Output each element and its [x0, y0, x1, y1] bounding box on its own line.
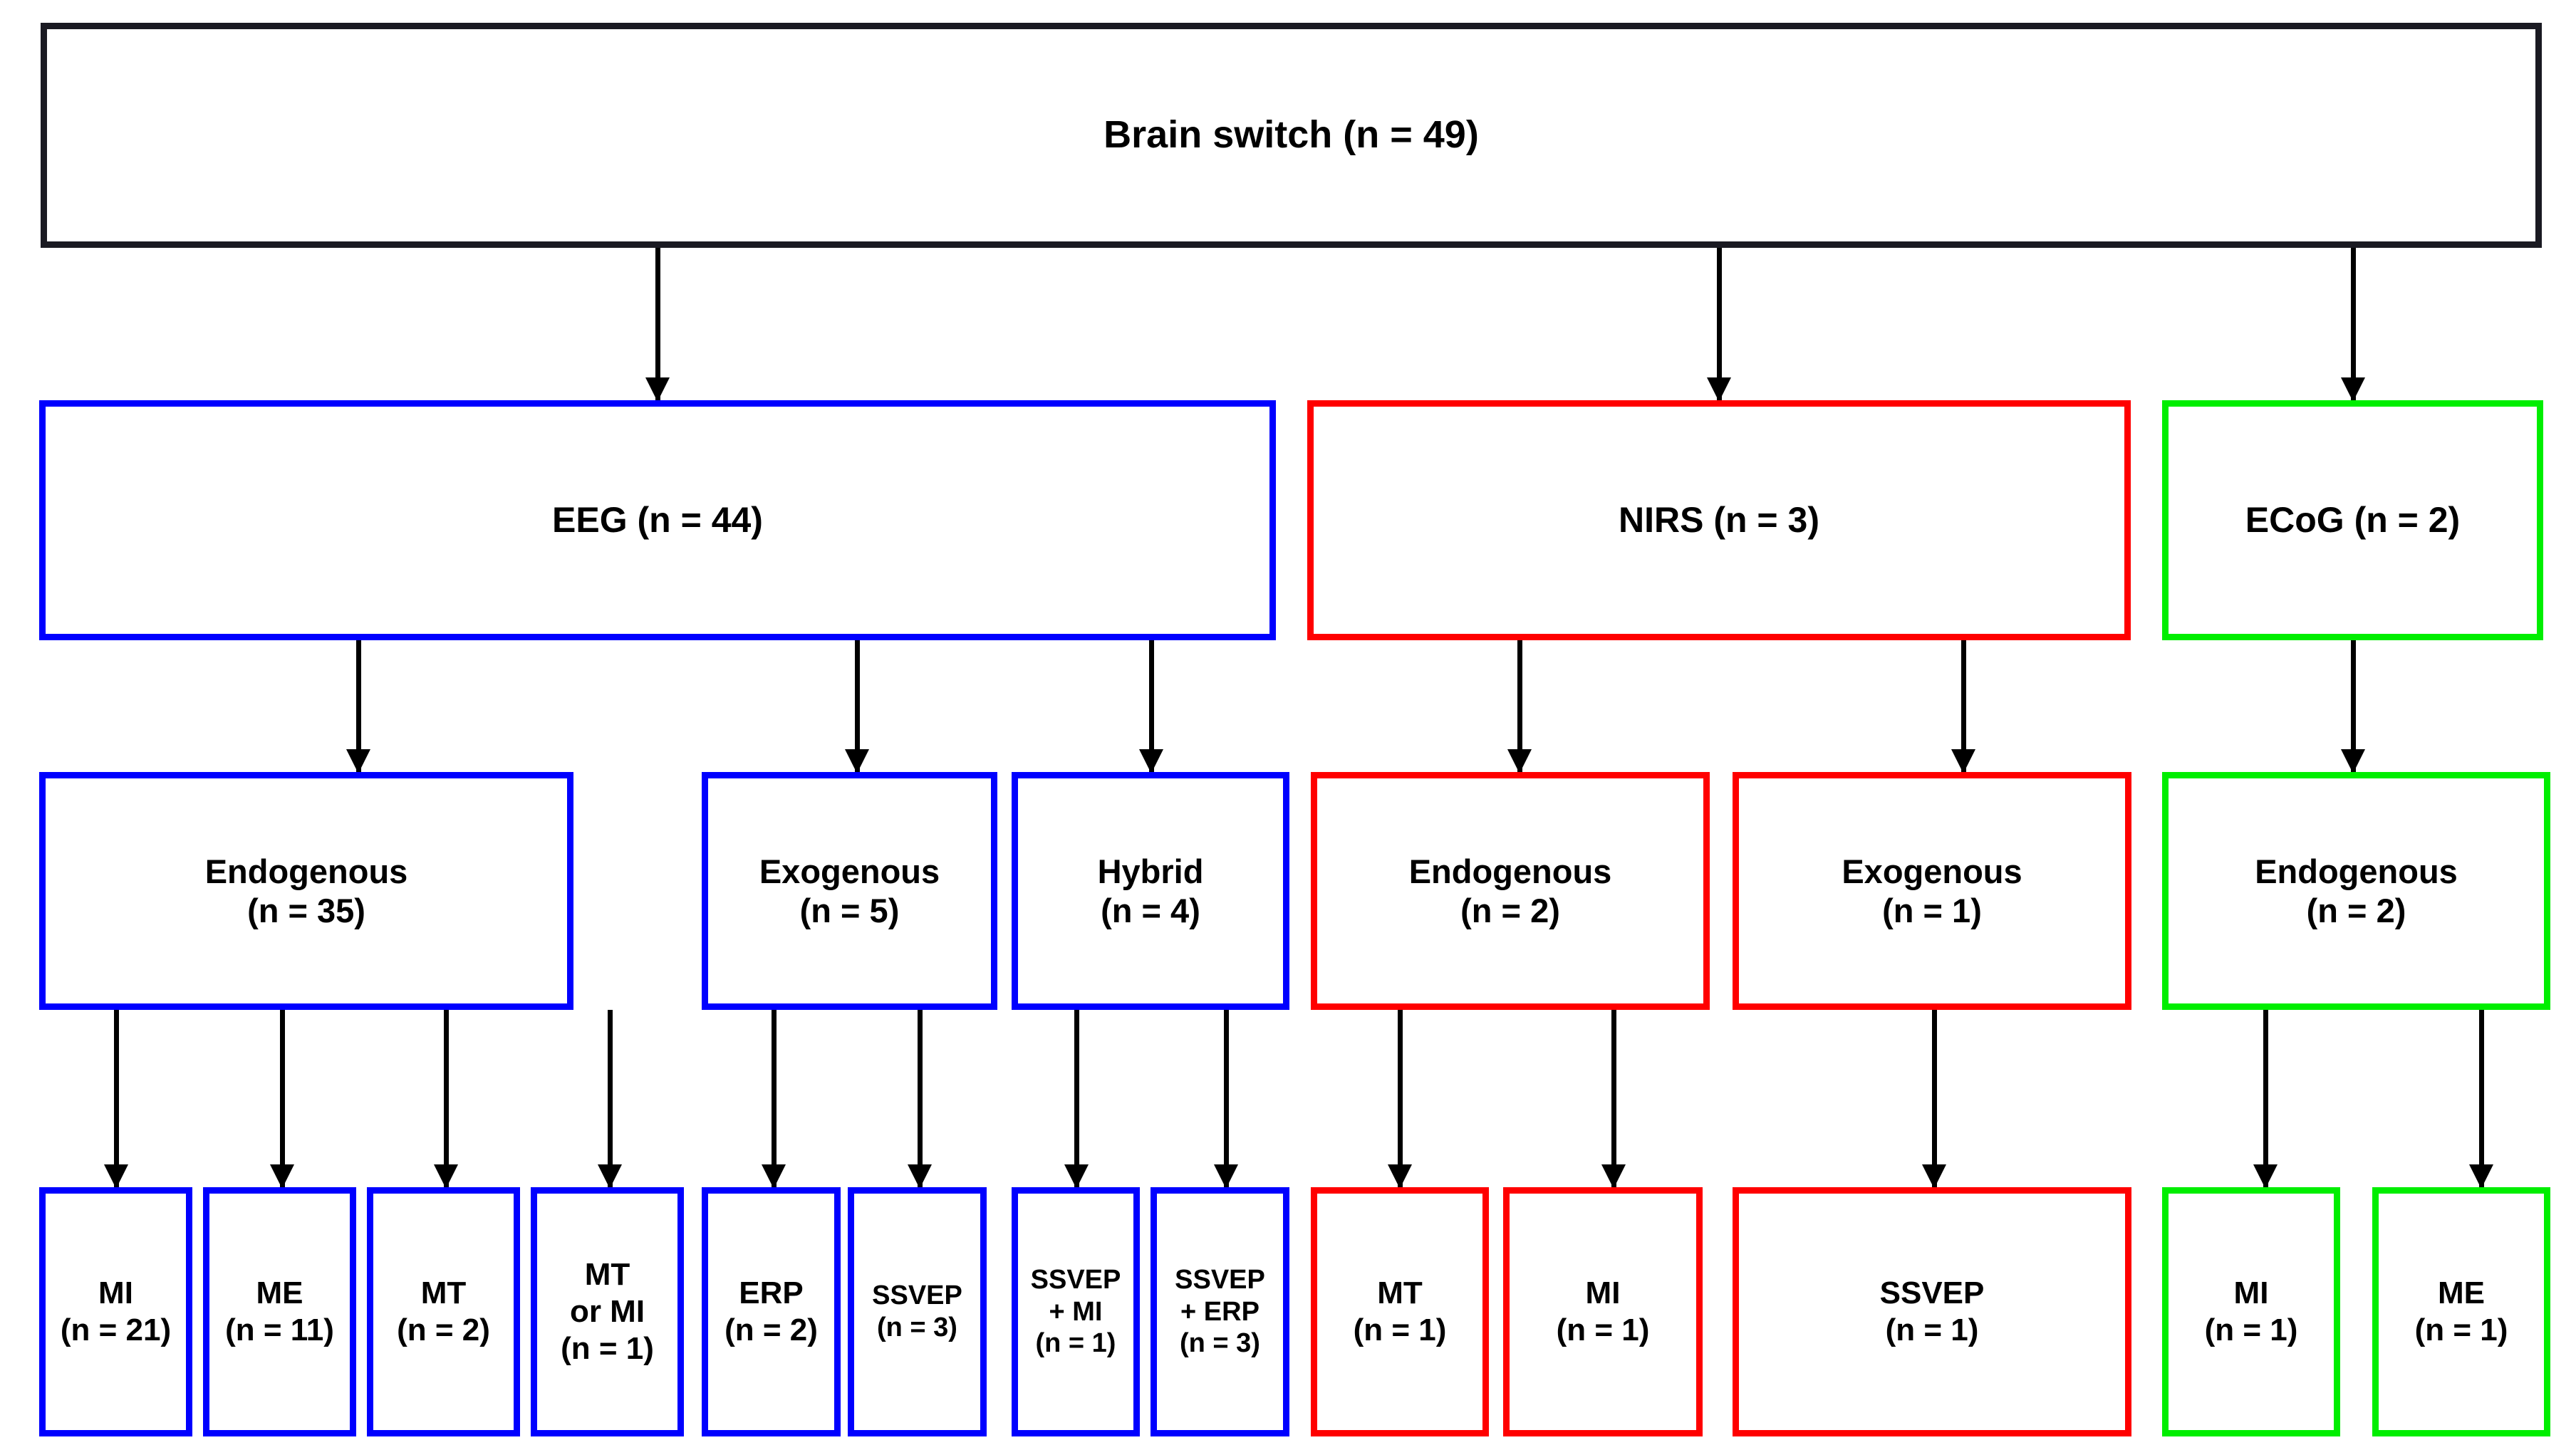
- arrow-head-icon: [598, 1164, 622, 1189]
- arrow-head-icon: [2341, 377, 2365, 402]
- node-ecog: ECoG (n = 2): [2162, 400, 2543, 640]
- arrow-head-icon: [2253, 1164, 2278, 1189]
- arrow-head-icon: [1388, 1164, 1412, 1189]
- arrow-head-icon: [1064, 1164, 1089, 1189]
- edge-ecog-to-endogenous: [2341, 640, 2365, 773]
- edge-endogenous-to-mi: [104, 1010, 128, 1189]
- edge-root-to-eeg: [645, 248, 670, 402]
- edge-nirs-endogenous-to-mi: [1601, 1010, 1626, 1189]
- node-ecog-endo-mi: MI (n = 1): [2162, 1187, 2340, 1436]
- arrow-head-icon: [1214, 1164, 1238, 1189]
- edge-endogenous-to-me: [270, 1010, 294, 1189]
- node-nirs-exogenous: Exogenous (n = 1): [1733, 772, 2131, 1010]
- arrow-head-icon: [2341, 749, 2365, 773]
- node-brain-switch: Brain switch (n = 49): [41, 23, 2542, 248]
- edge-exogenous-to-ssvep: [908, 1010, 932, 1189]
- node-eeg-hybrid-ssvep-erp: SSVEP + ERP (n = 3): [1151, 1187, 1289, 1436]
- node-eeg-exo-ssvep: SSVEP (n = 3): [848, 1187, 987, 1436]
- arrow-head-icon: [434, 1164, 458, 1189]
- edge-nirs-to-exogenous: [1951, 640, 1975, 773]
- edge-eeg-to-exogenous: [845, 640, 869, 773]
- edge-root-to-ecog: [2341, 248, 2365, 402]
- arrow-head-icon: [270, 1164, 294, 1189]
- node-eeg-endo-mt: MT (n = 2): [367, 1187, 520, 1436]
- arrow-head-icon: [762, 1164, 786, 1189]
- arrow-head-icon: [1601, 1164, 1626, 1189]
- node-eeg-exogenous: Exogenous (n = 5): [702, 772, 997, 1010]
- edge-hybrid-to-ssvep-erp: [1214, 1010, 1238, 1189]
- edge-nirs-endogenous-to-mt: [1388, 1010, 1412, 1189]
- edge-ecog-endogenous-to-me: [2469, 1010, 2493, 1189]
- node-eeg-hybrid: Hybrid (n = 4): [1012, 772, 1289, 1010]
- node-ecog-endo-me: ME (n = 1): [2372, 1187, 2550, 1436]
- node-nirs-endo-mt: MT (n = 1): [1311, 1187, 1489, 1436]
- arrow-head-icon: [104, 1164, 128, 1189]
- edge-root-to-nirs: [1707, 248, 1731, 402]
- node-nirs: NIRS (n = 3): [1307, 400, 2131, 640]
- node-eeg-endo-mi: MI (n = 21): [39, 1187, 192, 1436]
- arrow-head-icon: [908, 1164, 932, 1189]
- node-nirs-endogenous: Endogenous (n = 2): [1311, 772, 1710, 1010]
- node-eeg-endogenous: Endogenous (n = 35): [39, 772, 573, 1010]
- node-eeg-exo-erp: ERP (n = 2): [702, 1187, 841, 1436]
- node-eeg-endo-me: ME (n = 11): [203, 1187, 356, 1436]
- arrow-head-icon: [2469, 1164, 2493, 1189]
- node-nirs-exo-ssvep: SSVEP (n = 1): [1733, 1187, 2131, 1436]
- node-eeg-hybrid-ssvep-mi: SSVEP + MI (n = 1): [1012, 1187, 1140, 1436]
- arrow-head-icon: [346, 749, 370, 773]
- edge-eeg-to-hybrid: [1139, 640, 1163, 773]
- arrow-head-icon: [645, 377, 670, 402]
- arrow-head-icon: [1951, 749, 1975, 773]
- edge-hybrid-to-ssvep-mi: [1064, 1010, 1089, 1189]
- edge-ecog-endogenous-to-mi: [2253, 1010, 2278, 1189]
- node-ecog-endogenous: Endogenous (n = 2): [2162, 772, 2550, 1010]
- arrow-head-icon: [1922, 1164, 1946, 1189]
- arrow-head-icon: [1139, 749, 1163, 773]
- node-eeg: EEG (n = 44): [39, 400, 1276, 640]
- arrow-head-icon: [1507, 749, 1532, 773]
- edge-nirs-exogenous-to-ssvep: [1922, 1010, 1946, 1189]
- arrow-head-icon: [845, 749, 869, 773]
- edge-endogenous-to-mt-or-mi: [598, 1010, 622, 1189]
- arrow-head-icon: [1707, 377, 1731, 402]
- edge-endogenous-to-mt: [434, 1010, 458, 1189]
- node-eeg-endo-mt-or-mi: MT or MI (n = 1): [531, 1187, 684, 1436]
- edge-nirs-to-endogenous: [1507, 640, 1532, 773]
- edge-exogenous-to-erp: [762, 1010, 786, 1189]
- edge-eeg-to-endogenous: [346, 640, 370, 773]
- node-nirs-endo-mi: MI (n = 1): [1503, 1187, 1703, 1436]
